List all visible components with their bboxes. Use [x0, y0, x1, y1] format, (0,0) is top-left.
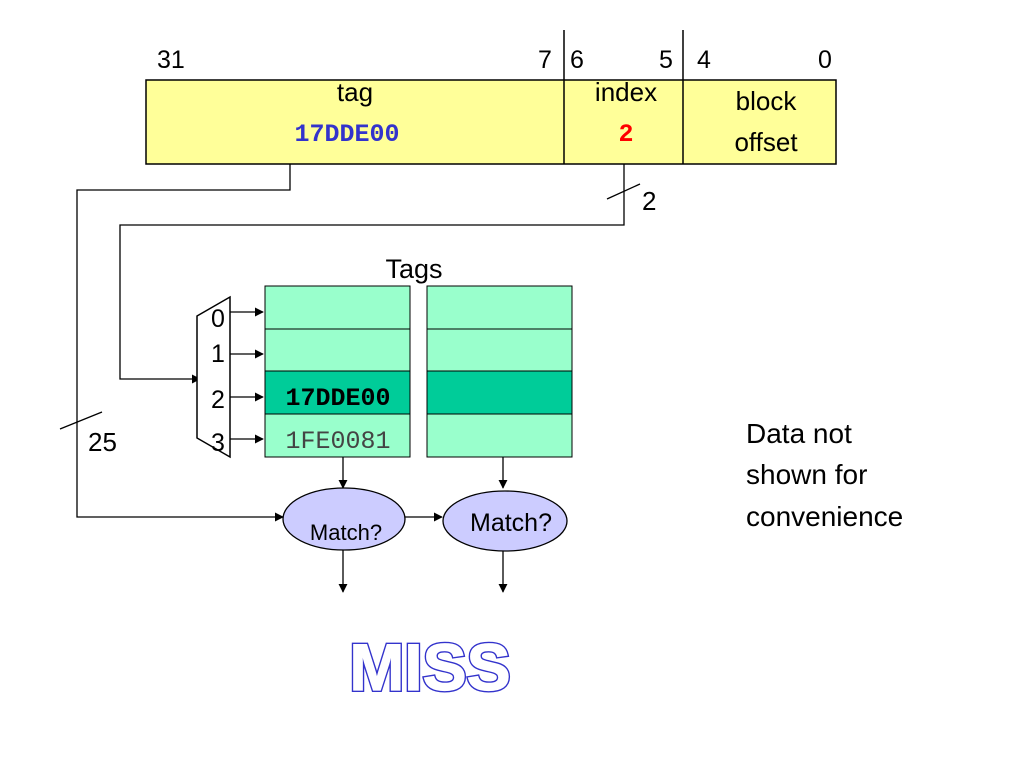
way-0-row-3-tag: 1FE0081 [285, 427, 390, 456]
offset-field-label-line2: offset [734, 127, 798, 157]
index-width-label: 2 [642, 186, 656, 216]
index-width-slash [606, 183, 641, 200]
tags-title: Tags [385, 254, 442, 284]
tag-wire [76, 164, 291, 522]
way-0-row-2 [264, 370, 411, 415]
note-line-3: convenience [746, 501, 903, 532]
offset-field-label-line1: block [736, 86, 798, 116]
tag-field-label: tag [337, 77, 373, 107]
index-field-value: 2 [618, 120, 633, 149]
tag-way-1 [426, 285, 573, 458]
bit-7-label: 7 [538, 46, 552, 74]
decoder-input-3: 3 [211, 429, 225, 457]
comparator-1-shape [442, 490, 568, 552]
way-1-row-2 [426, 370, 573, 415]
result-text: MISS [349, 630, 510, 704]
decoder-input-0: 0 [211, 305, 225, 333]
comparator-0-label: Match? [310, 520, 382, 545]
address-register: 31 7 6 5 4 0 tag 17DDE00 index 2 block o… [145, 30, 837, 165]
bit-31-label: 31 [157, 46, 185, 74]
decoder-shape [196, 295, 231, 459]
side-note: Data not shown for convenience [746, 418, 903, 532]
bit-5-label: 5 [659, 46, 673, 74]
way-0-row-2-tag: 17DDE00 [285, 384, 390, 413]
comparator-1-label: Match? [470, 509, 552, 537]
note-line-2: shown for [746, 459, 867, 490]
tag-width-slash [59, 411, 103, 430]
note-line-1: Data not [746, 418, 852, 449]
way-1-row-1 [426, 328, 573, 372]
bit-0-label: 0 [818, 46, 832, 74]
decoder-input-2: 2 [211, 386, 225, 414]
comparator-0-shape [282, 487, 406, 551]
tag-way-0: 17DDE00 1FE0081 [264, 285, 411, 458]
way-1-row-0 [426, 285, 573, 330]
way-0-row-3 [264, 413, 411, 458]
result-text-outer: MISS [349, 630, 510, 704]
way-1-row-3 [426, 413, 573, 458]
decoder-input-1: 1 [211, 340, 225, 368]
way-0-row-1 [264, 328, 411, 372]
address-box [145, 79, 837, 165]
comparator-0: Match? [282, 487, 406, 551]
index-decoder: 0 1 2 3 [196, 295, 264, 459]
comparator-1: Match? [442, 490, 568, 552]
bit-6-label: 6 [570, 46, 584, 74]
index-wire [119, 164, 625, 384]
index-field-label: index [595, 77, 657, 107]
tag-field-value: 17DDE00 [294, 120, 399, 149]
bit-4-label: 4 [697, 46, 711, 74]
wires [59, 164, 641, 522]
way-0-row-0 [264, 285, 411, 330]
tag-width-label: 25 [88, 427, 117, 457]
